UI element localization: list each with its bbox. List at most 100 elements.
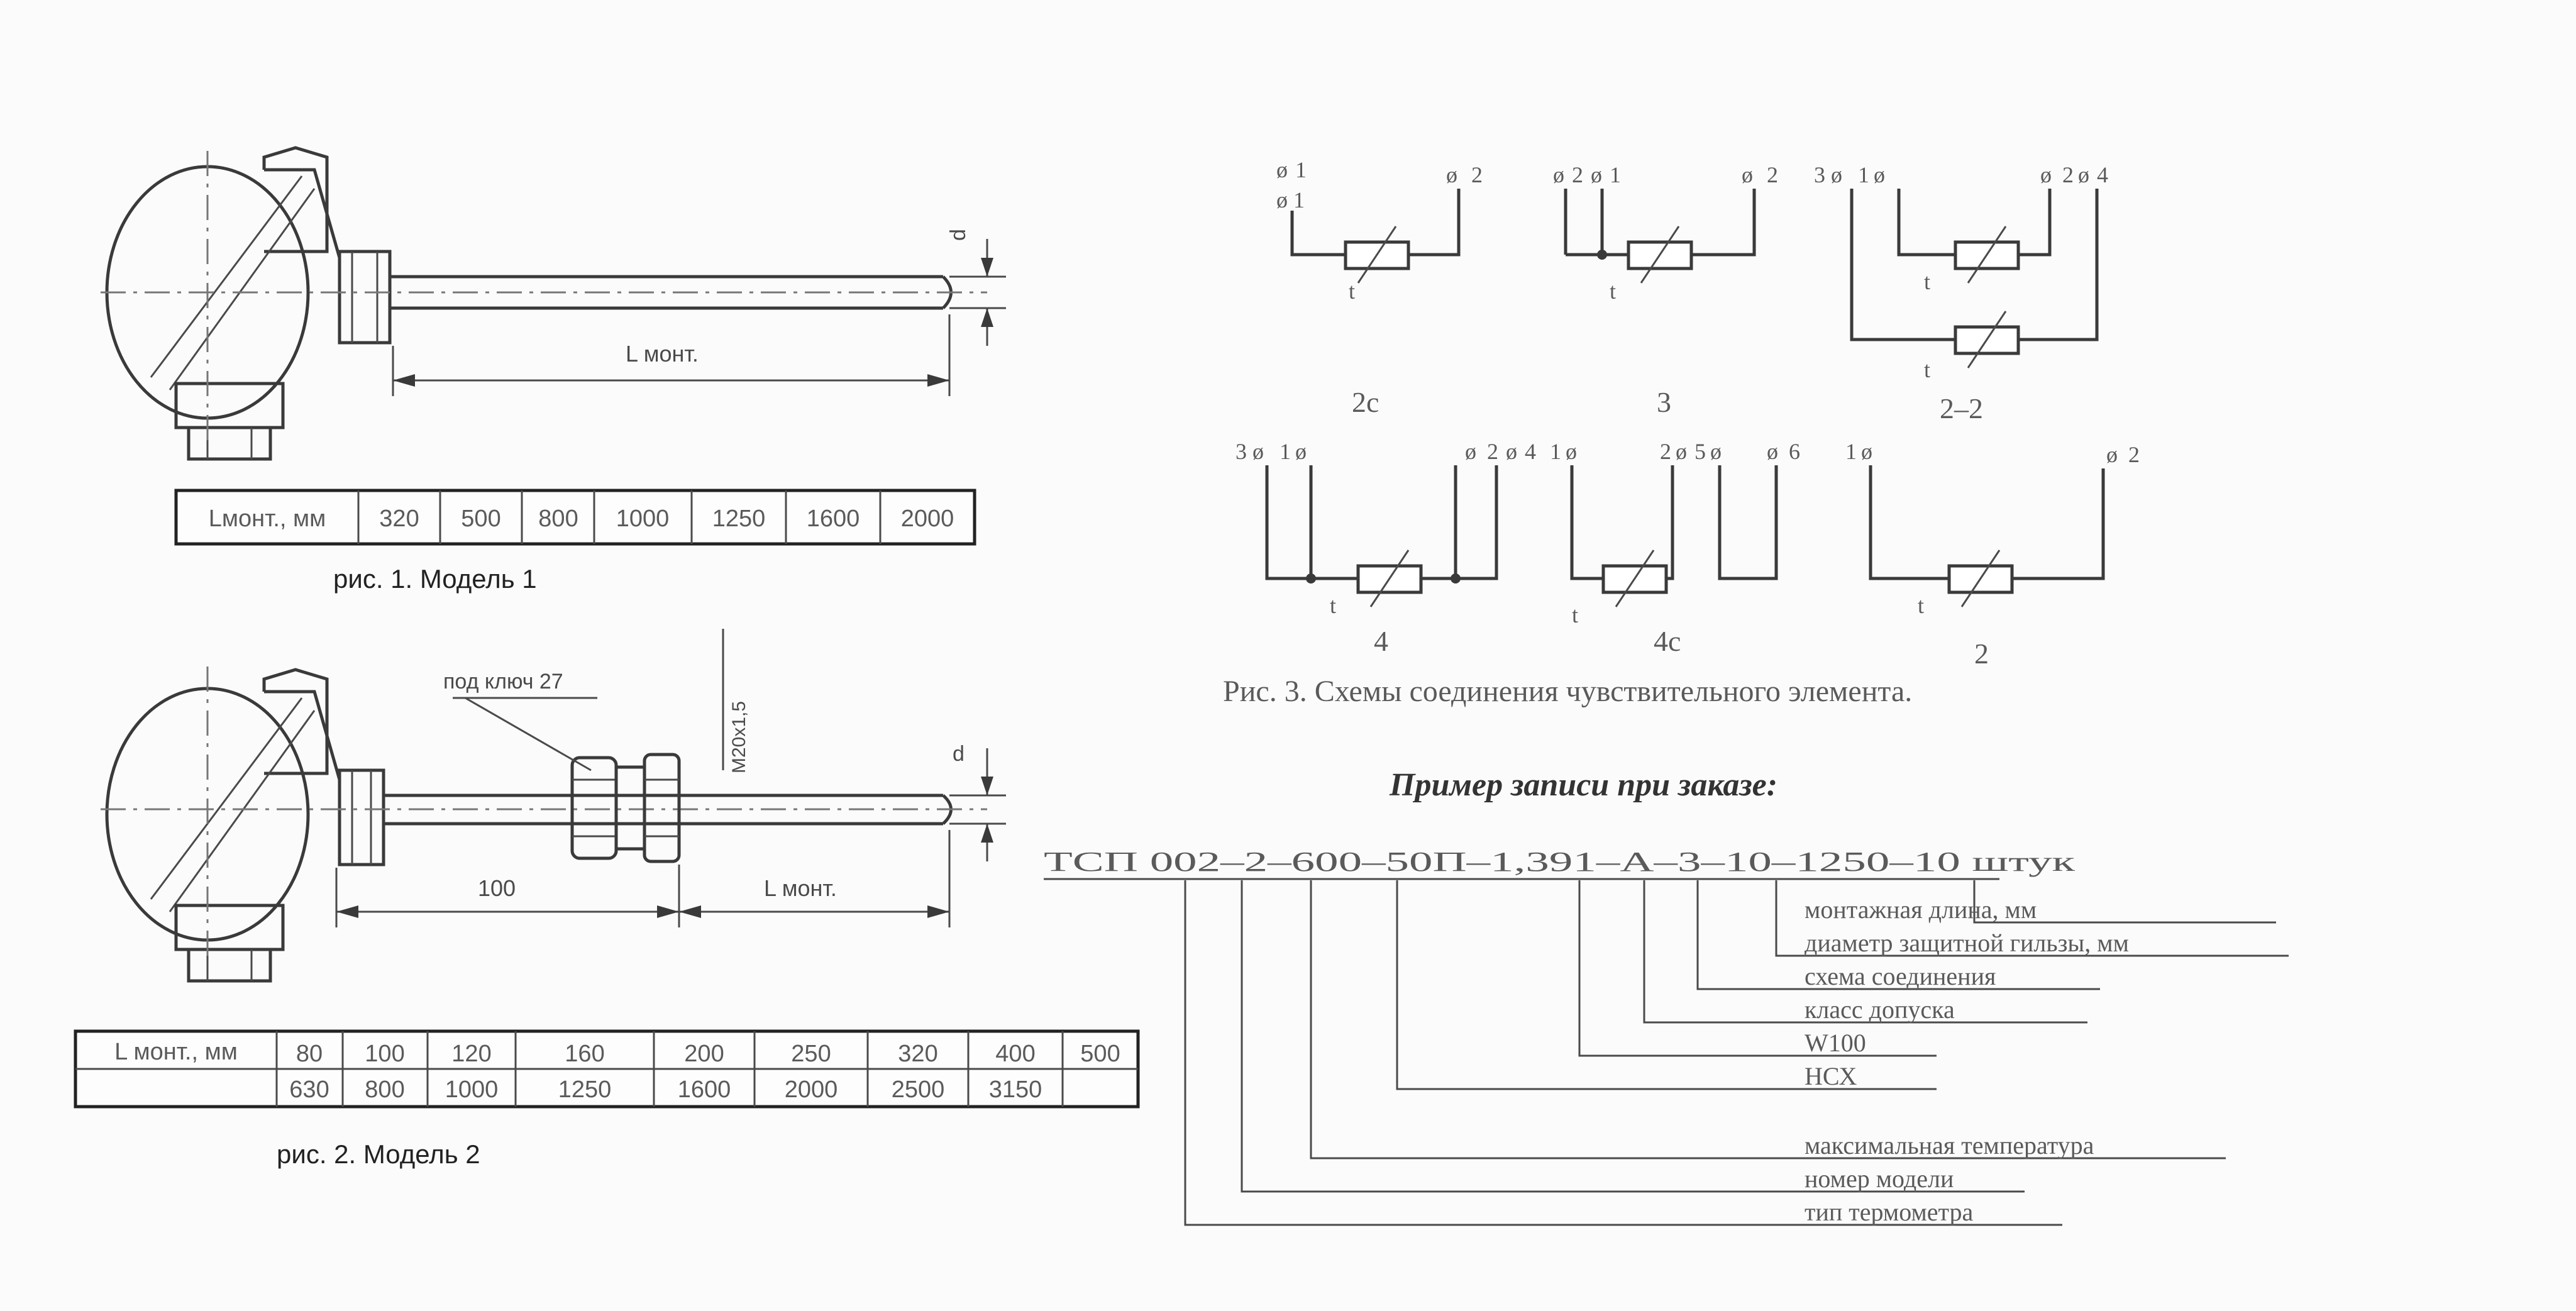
svg-text:ø: ø	[1591, 162, 1602, 187]
svg-text:ø: ø	[1676, 439, 1687, 464]
scheme-4c: 1 ø 2 ø 5 ø ø 6 t 4с	[1550, 439, 1800, 657]
model2-table-cell: 1000	[445, 1076, 499, 1103]
svg-text:1: 1	[1845, 439, 1857, 464]
model1-table-header: Lмонт., мм	[209, 506, 326, 532]
model2-fitting-nut	[570, 756, 618, 860]
svg-text:ø: ø	[1767, 439, 1778, 464]
order-label: монтажная длина, мм	[1805, 895, 2037, 924]
svg-text:ø: ø	[1742, 162, 1753, 187]
scheme-4: 3 ø 1 ø ø 2 ø 4 t 4	[1235, 439, 1536, 657]
model2-table-cell: 1250	[558, 1076, 612, 1103]
model2-dim-l: L монт.	[764, 875, 837, 901]
scheme-label: 4	[1374, 625, 1388, 657]
model2-table-cell: 80	[296, 1041, 323, 1067]
svg-text:ø: ø	[2106, 442, 2118, 467]
svg-text:ø: ø	[2040, 162, 2052, 187]
scheme-label: 2с	[1352, 386, 1379, 418]
scheme-2: 1 ø ø 2 t 2	[1845, 439, 2140, 670]
order-label: W100	[1805, 1029, 1866, 1057]
svg-text:ø: ø	[1710, 439, 1722, 464]
svg-text:2: 2	[1767, 162, 1778, 187]
scheme-label: 2–2	[1940, 392, 1983, 424]
svg-text:1: 1	[1550, 439, 1561, 464]
order-label: максимальная температура	[1805, 1131, 2094, 1159]
model2-table-cell: 3150	[989, 1076, 1042, 1103]
model2-table-cell: 2000	[785, 1076, 838, 1103]
svg-text:t: t	[1349, 279, 1355, 304]
svg-text:ø: ø	[1553, 162, 1564, 187]
svg-text:t: t	[1918, 593, 1924, 618]
model2-drawing: под ключ 27 M20x1,5 d 100 L монт.	[101, 629, 1006, 983]
order-title: Пример записи при заказе:	[1389, 767, 1777, 803]
scheme-label: 3	[1657, 386, 1671, 418]
model2-dim-100: 100	[478, 875, 516, 901]
model1-dim-l: L монт.	[626, 341, 699, 367]
svg-text:t: t	[1924, 357, 1930, 382]
svg-text:t: t	[1572, 602, 1578, 628]
svg-text:1: 1	[1858, 162, 1869, 187]
svg-text:2: 2	[1487, 439, 1498, 464]
order-label: номер модели	[1805, 1164, 1954, 1193]
svg-text:ø 1: ø 1	[1276, 187, 1305, 213]
svg-text:2: 2	[1572, 162, 1583, 187]
model2-table-cell: 100	[365, 1041, 404, 1067]
svg-text:3: 3	[1235, 439, 1247, 464]
schemes-caption: Рис. 3. Схемы соединения чувствительного…	[1223, 675, 1912, 708]
svg-text:ø: ø	[1861, 439, 1872, 464]
svg-text:ø: ø	[1465, 439, 1476, 464]
order-label: тип термометра	[1805, 1198, 1974, 1226]
model1-table-cell: 1000	[616, 506, 670, 532]
order-label: НСХ	[1805, 1062, 1857, 1090]
svg-text:ø: ø	[1831, 162, 1842, 187]
model2-table-cell: 250	[791, 1041, 831, 1067]
order-leader-lines	[1044, 878, 2289, 1226]
model2-table-cell: 1600	[678, 1076, 731, 1103]
svg-text:5: 5	[1694, 439, 1706, 464]
svg-text:ø: ø	[1446, 162, 1457, 187]
svg-text:ø: ø	[2078, 162, 2089, 187]
svg-text:4: 4	[1525, 439, 1536, 464]
svg-text:t: t	[1610, 279, 1616, 304]
model2-table-cell: 500	[1080, 1041, 1120, 1067]
order-code: ТСП 002–2–600–50П–1,391–А–3–10–1250–10 ш…	[1044, 846, 2076, 877]
model2-table: L монт., мм 80 100 120 160 200 250 320 4…	[74, 1029, 1140, 1109]
svg-text:2: 2	[1660, 439, 1671, 464]
model1-caption: рис. 1. Модель 1	[333, 564, 537, 594]
svg-text:1: 1	[1610, 162, 1621, 187]
model2-thread-label: M20x1,5	[729, 701, 749, 773]
model1-table-cell: 500	[461, 506, 500, 532]
model1-table-cell: 320	[379, 506, 419, 532]
order-label: класс допуска	[1805, 995, 1955, 1024]
model2-table-header: L монт., мм	[114, 1039, 238, 1065]
svg-text:3: 3	[1814, 162, 1825, 187]
model2-table-cell: 400	[995, 1041, 1035, 1067]
order-label: диаметр защитной гильзы, мм	[1805, 929, 2129, 957]
scheme-label: 4с	[1654, 625, 1681, 657]
svg-text:ø: ø	[1566, 439, 1577, 464]
svg-text:t: t	[1330, 593, 1336, 618]
svg-text:ø: ø	[1276, 157, 1288, 182]
svg-text:ø: ø	[1295, 439, 1307, 464]
scheme-label: 2	[1974, 638, 1989, 670]
model2-caption: рис. 2. Модель 2	[277, 1139, 480, 1169]
model2-table-cell: 800	[365, 1076, 404, 1103]
model2-table-cell: 320	[898, 1041, 937, 1067]
sensor-resistor-icon	[1344, 240, 1410, 270]
svg-text:2: 2	[2128, 442, 2140, 467]
model1-dim-d: d	[946, 229, 970, 241]
model2-table-cell: 200	[684, 1041, 724, 1067]
svg-text:t: t	[1924, 269, 1930, 294]
model2-dim-d: d	[953, 742, 965, 766]
order-label: схема соединения	[1805, 962, 1996, 990]
model2-table-cell: 160	[565, 1041, 604, 1067]
svg-text:ø: ø	[1874, 162, 1885, 187]
svg-text:6: 6	[1789, 439, 1800, 464]
model2-table-cell: 2500	[892, 1076, 945, 1103]
model1-table: Lмонт., мм 320 500 800 1000 1250 1600 20…	[174, 489, 976, 546]
scheme-3: ø 2 ø 1 ø 2 t 3	[1553, 162, 1778, 418]
model2-table-cell: 630	[289, 1076, 329, 1103]
model2-table-cell: 120	[451, 1041, 491, 1067]
svg-text:1: 1	[1295, 157, 1307, 182]
svg-text:2: 2	[1471, 162, 1483, 187]
